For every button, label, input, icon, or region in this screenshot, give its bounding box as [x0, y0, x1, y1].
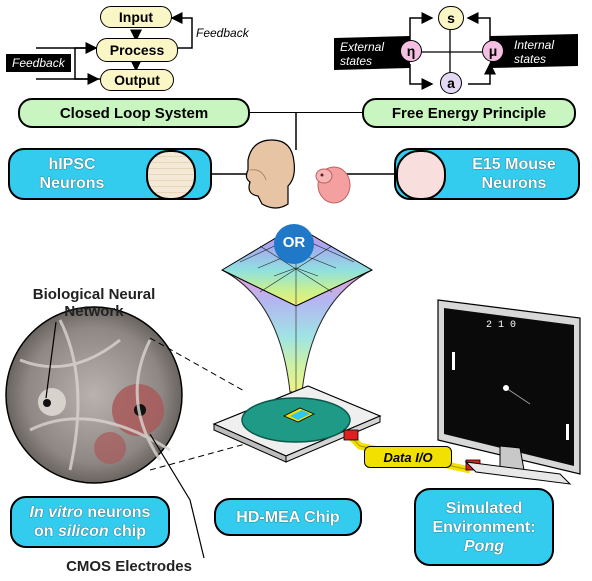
zoom-line-top [149, 337, 247, 393]
cmos-pointer [149, 433, 205, 559]
pong-score: 2 1 0 [486, 320, 517, 331]
input-label: Input [118, 9, 154, 25]
invitro-silicon: silicon [57, 523, 109, 540]
fep-a-label: a [447, 75, 455, 91]
data-io-label: Data I/O [364, 446, 452, 468]
process-node: Process [96, 38, 178, 62]
sim-line2: Environment: [432, 518, 536, 536]
input-node: Input [100, 6, 172, 28]
or-label: OR [282, 234, 306, 251]
fep-mu-label: μ [488, 43, 498, 59]
feedback-left-label: Feedback [6, 54, 71, 72]
header-connectors [212, 112, 396, 175]
loop-arrows [36, 12, 193, 85]
or-circle [274, 224, 314, 264]
pong-monitor [437, 299, 581, 485]
mouse-neuron-icon [396, 150, 446, 200]
fep-node-eta: η [400, 40, 422, 62]
hipsc-cell-icon [146, 150, 196, 200]
header-link-line [250, 112, 362, 113]
fep-band [334, 12, 578, 90]
simulated-env-box: Simulated Environment: Pong [414, 488, 554, 566]
mouse-label: E15 Mouse Neurons [472, 156, 556, 192]
cmos-label: CMOS Electrodes [66, 558, 192, 575]
invitro-line2: on silicon chip [34, 522, 146, 541]
sim-line1: Simulated [445, 499, 523, 517]
feedback-top-label: Feedback [196, 26, 249, 40]
hdmea-label: HD-MEA Chip [236, 508, 340, 526]
fep-node-mu: μ [482, 40, 504, 62]
fep-node-a: a [440, 72, 462, 94]
bio-network-label: Biological Neural Network [32, 286, 156, 320]
fep-node-s: s [438, 6, 464, 30]
internal-states-label: Internal states [514, 38, 555, 66]
closed-loop-label: Closed Loop System [59, 104, 209, 122]
fep-s-label: s [447, 10, 455, 26]
invitro-rest: neurons [82, 504, 151, 521]
fep-eta-label: η [406, 43, 416, 59]
zoom-line-bottom [149, 439, 261, 471]
mouse-embryo-illustration [315, 166, 351, 204]
free-energy-header: Free Energy Principle [362, 98, 576, 128]
hdmea-box: HD-MEA Chip [214, 498, 362, 536]
bio-network-pointer [45, 321, 57, 399]
free-energy-label: Free Energy Principle [391, 104, 547, 122]
closed-loop-header: Closed Loop System [18, 98, 250, 128]
invitro-line1: In vitro neurons [30, 503, 151, 522]
process-label: Process [109, 42, 165, 58]
sim-line3: Pong [464, 537, 504, 555]
hipsc-label: hIPSC Neurons [39, 156, 105, 192]
invitro-line2-post: chip [108, 523, 147, 540]
hd-mea-chip [212, 385, 382, 463]
invitro-italic: In vitro [29, 504, 83, 521]
external-states-label: External states [340, 40, 385, 68]
invitro-line2-pre: on [33, 523, 58, 540]
output-node: Output [100, 69, 174, 91]
sem-micrograph [5, 306, 183, 484]
invitro-box: In vitro neurons on silicon chip [10, 496, 170, 548]
output-label: Output [114, 72, 160, 88]
human-head-illustration [245, 139, 295, 209]
